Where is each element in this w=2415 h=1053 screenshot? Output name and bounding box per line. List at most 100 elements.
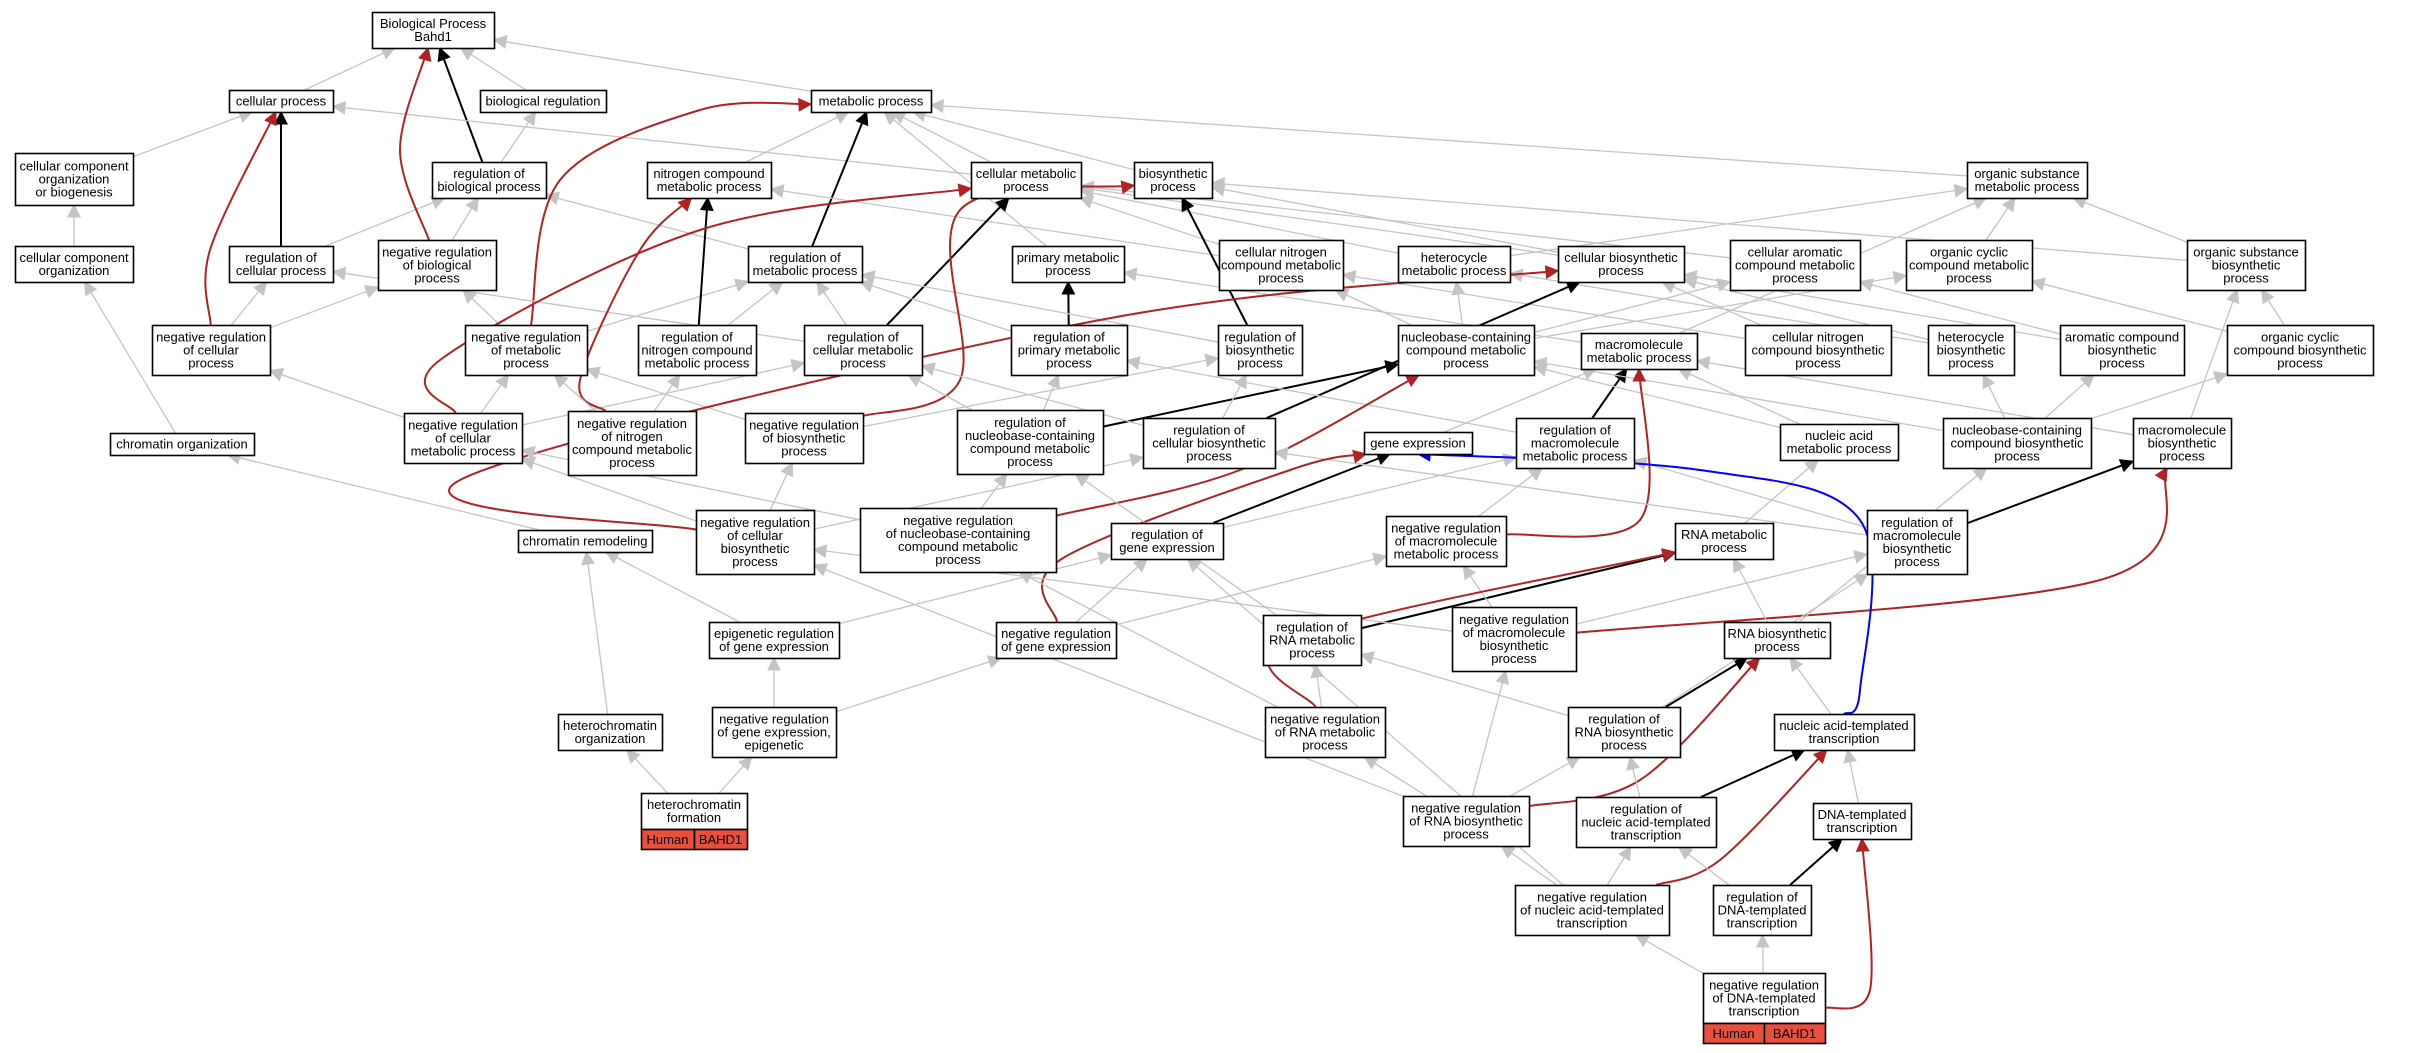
term-label-line: negative regulation <box>719 712 829 727</box>
term-box <box>1011 245 1126 284</box>
edge-neg_cbp-negatively_regulates-cbp <box>448 265 1560 531</box>
term-label-line: cellular metabolic <box>813 343 914 358</box>
term-label-line: DNA-templated <box>1818 807 1907 822</box>
term-label-line: compound metabolic <box>1735 258 1855 273</box>
term-label-line: or biogenesis <box>35 185 113 200</box>
term-box <box>1264 706 1387 759</box>
term-node-reg-nccmp[interactable]: regulation ofnucleobase-containingcompou… <box>956 409 1105 476</box>
edge-neg_met-is_a-neg_bio <box>462 289 501 326</box>
edge-neg_rnabp-is_a-neg_cbp <box>812 563 1404 797</box>
annotation-tag-label: Human <box>1713 1026 1755 1041</box>
term-box <box>640 792 749 831</box>
term-label-line: regulation of <box>827 330 899 345</box>
edge-nccmp-is_a-cncmp <box>1334 288 1412 326</box>
term-box <box>1363 431 1474 456</box>
term-label-line: biosynthetic <box>721 541 790 556</box>
term-node-metabolic-process[interactable]: metabolic process <box>810 89 933 114</box>
term-node-chrom-rem[interactable]: chromatin remodeling <box>517 529 654 554</box>
term-node-reg-mbp[interactable]: regulation ofmacromoleculebiosyntheticpr… <box>1866 509 1969 576</box>
edge-neg_mmp-is_a-reg_mmp <box>1478 467 1544 517</box>
term-node-gene-expr[interactable]: gene expression <box>1363 431 1474 456</box>
term-label-line: negative regulation <box>1459 612 1569 627</box>
edge-ncmp-is_a-metabolic_process <box>745 111 850 163</box>
term-label-line: regulation of <box>1881 515 1953 530</box>
term-node-biological-regulation[interactable]: biological regulation <box>479 89 608 114</box>
term-box <box>109 432 256 457</box>
term-label-line: epigenetic regulation <box>714 626 834 641</box>
term-box <box>1723 621 1832 660</box>
term-box <box>228 245 335 284</box>
term-label-line: process <box>1443 356 1489 371</box>
edge-neg_met-negatively_regulates-metabolic_process <box>530 97 813 326</box>
term-box <box>1942 417 2093 470</box>
term-label-line: of biosynthetic <box>762 431 846 446</box>
term-label-line: metabolic process <box>645 356 750 371</box>
term-node-cellular-process[interactable]: cellular process <box>228 89 335 114</box>
term-label-line: macromolecule <box>1531 436 1619 451</box>
term-box <box>567 410 698 477</box>
term-label-line: biosynthetic <box>2212 258 2281 273</box>
term-node-chrom-org[interactable]: chromatin organization <box>109 432 256 457</box>
